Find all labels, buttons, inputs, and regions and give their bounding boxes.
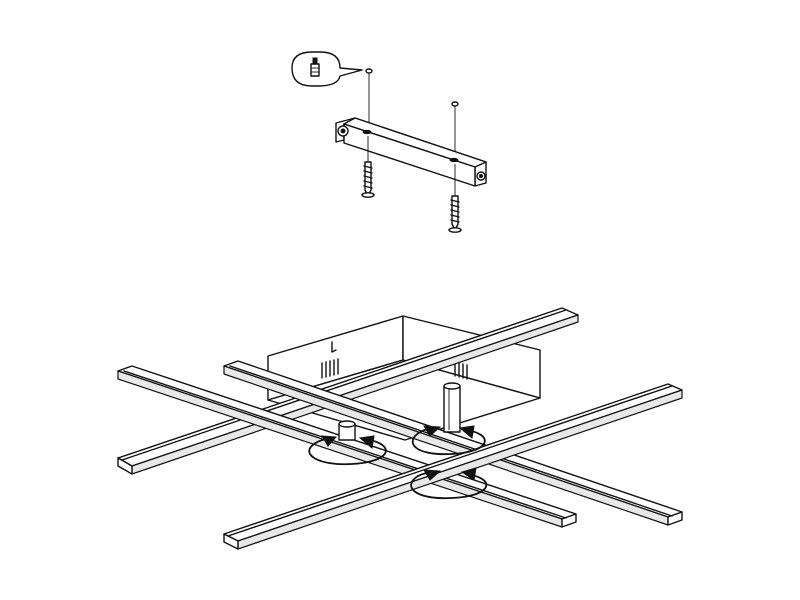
- led-bar-front-diagonal: [223, 383, 683, 550]
- led-bar-back-diagonal: [117, 307, 579, 475]
- wall-plug-right: [451, 101, 459, 155]
- detail-callout: [291, 51, 363, 87]
- rotation-arrow-bottom: [410, 467, 488, 500]
- wall-screw-right: [448, 164, 462, 233]
- mounting-post-center: [443, 382, 461, 433]
- wall-screw-left: [361, 136, 375, 198]
- mounting-bracket-step: [291, 51, 487, 233]
- wall-plug-detail-icon: [310, 57, 320, 77]
- rotation-arrow-center: [411, 425, 486, 456]
- led-bar-right: [223, 360, 683, 526]
- fixture-rotation-step: [117, 307, 683, 550]
- rotation-arrow-left: [308, 435, 387, 466]
- mounting-bracket: [335, 117, 487, 187]
- mounting-post-left: [338, 420, 356, 441]
- wall-plug-left: [365, 68, 373, 128]
